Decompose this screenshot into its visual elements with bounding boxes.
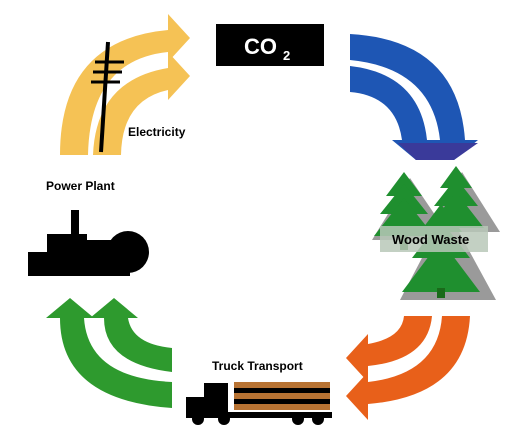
return-arrows xyxy=(46,298,172,408)
power-plant-icon xyxy=(28,210,149,276)
pine-trees-icon xyxy=(372,166,500,300)
electricity-arrows xyxy=(60,14,190,155)
transport-arrows xyxy=(346,316,470,420)
log-truck-icon xyxy=(186,382,332,425)
wood-waste-label: Wood Waste xyxy=(392,232,469,247)
co2-subscript: 2 xyxy=(283,48,290,63)
co2-label: CO xyxy=(244,34,277,59)
power-plant-label: Power Plant xyxy=(46,179,115,193)
co2-box: CO 2 xyxy=(216,24,324,66)
electricity-label: Electricity xyxy=(128,125,186,139)
truck-transport-label: Truck Transport xyxy=(212,359,303,373)
wood-waste-box xyxy=(380,226,488,252)
co2-arrows xyxy=(350,34,478,160)
electricity-pole-icon xyxy=(91,41,124,153)
